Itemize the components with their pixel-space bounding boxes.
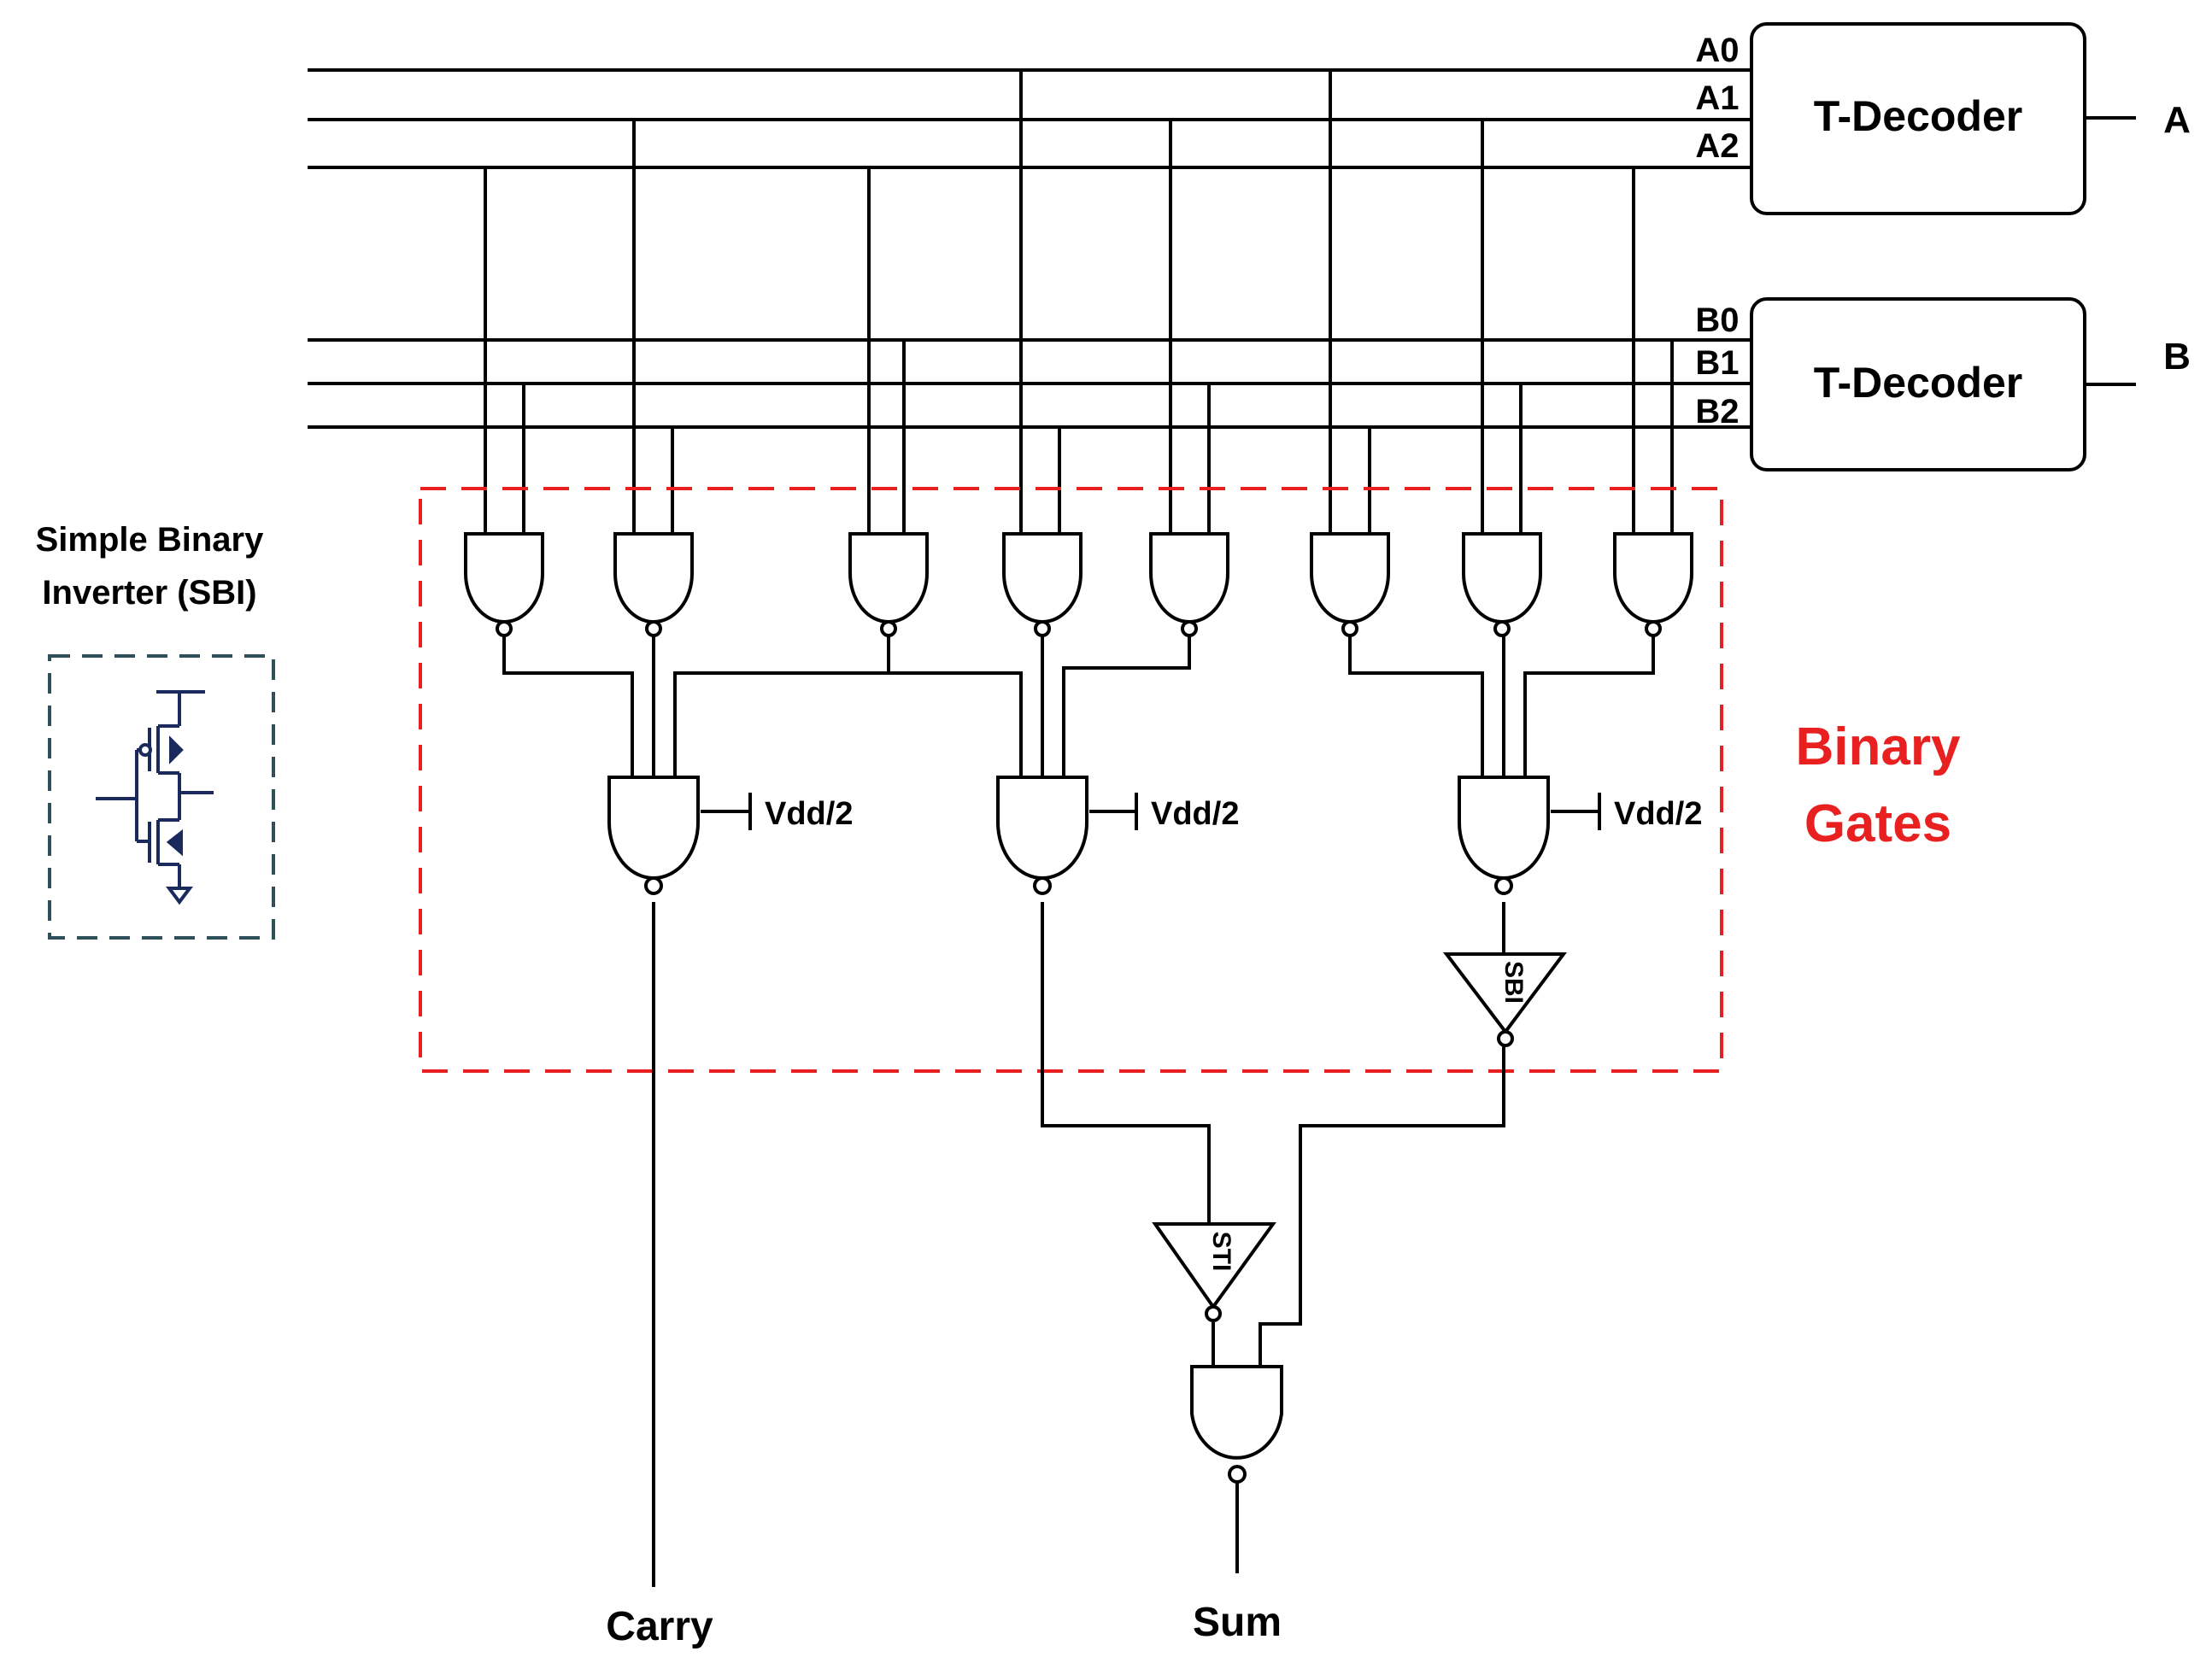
b-taps xyxy=(522,340,1674,534)
a-taps xyxy=(484,70,1635,534)
sti-inverter: STI xyxy=(1152,1222,1276,1322)
bus-label-a1: A1 xyxy=(1695,79,1739,117)
bus-b: B0 B1 B2 xyxy=(308,302,1751,430)
sti-gate-label: STI xyxy=(1207,1232,1235,1272)
first-level-nand-gates xyxy=(464,532,1693,637)
bus-label-b0: B0 xyxy=(1695,302,1739,339)
nand-gate-8 xyxy=(1613,532,1693,637)
carry-output-label: Carry xyxy=(606,1604,713,1649)
big-nand-gate-3 xyxy=(1458,776,1550,895)
sbi-legend-title-line2: Inverter (SBI) xyxy=(42,574,256,612)
vdd-label-right: Vdd/2 xyxy=(1614,796,1702,832)
second-level-nand-gates xyxy=(607,776,1550,895)
sbi-legend: Simple Binary Inverter (SBI) xyxy=(36,521,275,940)
decoder-a-label: T-Decoder xyxy=(1814,92,2023,140)
bus-label-b1: B1 xyxy=(1695,344,1739,382)
binary-gates-label-line1: Binary xyxy=(1796,717,1961,776)
sbi-inverter: SBI xyxy=(1442,952,1567,1047)
binary-gates-label-line2: Gates xyxy=(1804,794,1951,853)
vdd-label-left: Vdd/2 xyxy=(765,796,853,832)
bus-label-b2: B2 xyxy=(1695,393,1739,430)
nand-gate-7 xyxy=(1462,532,1542,637)
bus-label-a2: A2 xyxy=(1695,127,1739,165)
decoder-b-label: T-Decoder xyxy=(1814,359,2023,407)
sum-output-label: Sum xyxy=(1193,1600,1282,1645)
bus-a: A0 A1 A2 xyxy=(308,32,1751,169)
decoder-a-input: A xyxy=(2163,99,2191,141)
sbi-gate-label: SBI xyxy=(1499,961,1528,1004)
big-nand-gate-1 xyxy=(607,776,700,895)
decoder-b-input: B xyxy=(2163,336,2191,378)
nand-gate-1 xyxy=(464,532,544,637)
nand-gate-4 xyxy=(1002,532,1083,637)
output-wires xyxy=(652,902,1505,1587)
vdd-tie-offs: Vdd/2 Vdd/2 Vdd/2 xyxy=(701,793,1702,832)
vdd-label-middle: Vdd/2 xyxy=(1151,796,1239,832)
nand-gate-6 xyxy=(1310,532,1390,637)
nand-gate-3 xyxy=(848,532,929,637)
bus-label-a0: A0 xyxy=(1695,32,1739,69)
nand-gate-2 xyxy=(613,532,694,637)
big-nand-gate-2 xyxy=(996,776,1088,895)
sbi-legend-title-line1: Simple Binary xyxy=(36,521,265,559)
decoder-b: T-Decoder B xyxy=(1750,297,2191,471)
nand-level-wires xyxy=(502,636,1655,777)
decoder-a: T-Decoder A xyxy=(1750,22,2191,215)
final-nand-gate xyxy=(1190,1365,1283,1484)
cmos-inverter-icon xyxy=(96,690,214,905)
nand-gate-5 xyxy=(1149,532,1229,637)
